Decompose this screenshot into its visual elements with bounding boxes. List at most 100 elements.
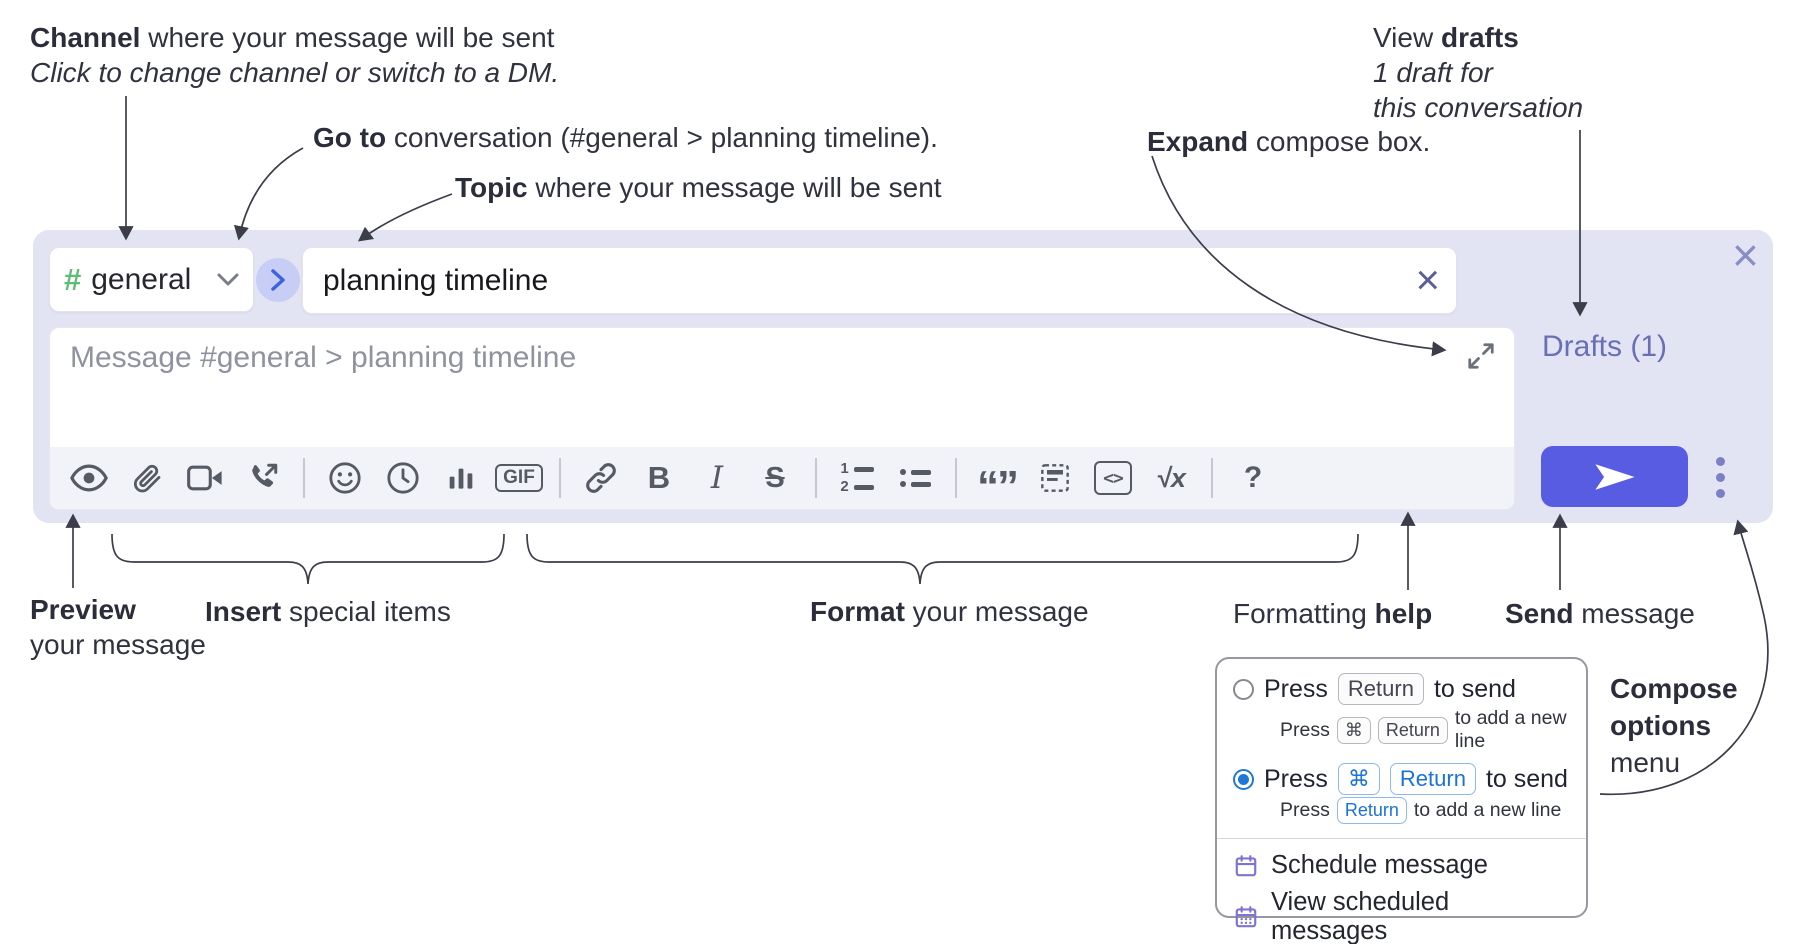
annotation-drafts-sub2: this conversation	[1373, 92, 1584, 123]
bulleted-list-icon[interactable]	[888, 454, 942, 502]
italic-icon[interactable]: I	[710, 460, 724, 496]
preview-icon[interactable]	[62, 454, 116, 502]
compose-toolbar: GIF B I S 1 2 “”	[50, 447, 1514, 509]
expand-compose-icon[interactable]	[1466, 341, 1496, 376]
gif-icon[interactable]: GIF	[492, 454, 546, 502]
close-compose-icon[interactable]: ×	[1732, 229, 1759, 281]
popup-divider	[1217, 838, 1586, 839]
option-enter-to-send[interactable]: Press Return to send	[1217, 669, 1586, 707]
annotation-channel-rest: where your message will be sent	[140, 22, 555, 53]
cmd-key: ⌘	[1336, 716, 1371, 744]
radio-unselected-icon[interactable]	[1233, 678, 1254, 700]
annotation-formatting-help: Formatting help	[1233, 596, 1432, 631]
numbered-list-icon[interactable]: 1 2	[830, 454, 884, 502]
option1-post: to send	[1433, 674, 1516, 703]
option2-pre: Press	[1264, 764, 1328, 793]
toolbar-divider	[815, 458, 817, 498]
send-icon	[1594, 463, 1635, 490]
send-button[interactable]	[1541, 446, 1688, 507]
go-to-conversation-button[interactable]	[256, 258, 300, 302]
annotation-topic-bold: Topic	[455, 172, 528, 203]
calendar-scheduled-icon	[1233, 904, 1259, 930]
option2-post: to send	[1485, 764, 1568, 793]
annotation-channel-sub: Click to change channel or switch to a D…	[30, 57, 560, 88]
annotation-expand-rest: compose box.	[1248, 126, 1431, 157]
gif-label: GIF	[495, 464, 543, 492]
quote-icon[interactable]: “”	[977, 462, 1019, 511]
return-key: Return	[1337, 673, 1424, 705]
strikethrough-icon[interactable]: S	[765, 461, 785, 494]
menu-item-view-scheduled[interactable]: View scheduled messages	[1217, 884, 1586, 944]
annotation-drafts-bold: drafts	[1440, 22, 1519, 53]
voice-call-icon[interactable]	[236, 454, 290, 502]
message-placeholder: Message #general > planning timeline	[70, 341, 577, 374]
annotation-insert-rest: special items	[281, 596, 451, 627]
annotation-compose-options-l1: Compose	[1610, 673, 1738, 704]
annotation-preview-rest: your message	[30, 629, 206, 660]
compose-options-menu-icon[interactable]	[1716, 457, 1725, 498]
option1-pre: Press	[1264, 674, 1328, 703]
annotation-format-bold: Format	[810, 596, 905, 627]
clear-topic-icon[interactable]: ×	[1415, 256, 1440, 303]
message-area[interactable]: Message #general > planning timeline	[49, 327, 1515, 510]
math-icon[interactable]: √x	[1156, 462, 1186, 493]
annotation-preview-bold: Preview	[30, 594, 136, 625]
toolbar-divider	[303, 458, 305, 498]
poll-icon[interactable]	[434, 454, 488, 502]
menu-item-schedule-message[interactable]: Schedule message	[1217, 847, 1586, 884]
annotation-compose-options-l2: options	[1610, 710, 1712, 741]
annotation-insert-bold: Insert	[205, 596, 282, 627]
annotation-drafts-pre: View	[1373, 22, 1441, 53]
link-icon[interactable]	[574, 454, 628, 502]
annotation-topic: Topic where your message will be sent	[455, 170, 942, 205]
channel-hash-icon: #	[64, 261, 82, 297]
chevron-down-icon	[217, 273, 239, 286]
annotation-drafts-sub1: 1 draft for	[1373, 57, 1493, 88]
annotation-preview: Preview your message	[30, 592, 206, 662]
spoiler-icon[interactable]	[1028, 454, 1082, 502]
code-label: <>	[1094, 461, 1132, 495]
annotation-help-pre: Formatting	[1233, 598, 1375, 629]
annotation-goto-rest: conversation (#general > planning timeli…	[386, 122, 938, 153]
annotation-insert: Insert special items	[205, 594, 451, 629]
video-call-icon[interactable]	[178, 454, 232, 502]
emoji-icon[interactable]	[318, 454, 372, 502]
return-key: Return	[1377, 716, 1448, 744]
annotation-compose-options-l3: menu	[1610, 747, 1681, 778]
num2-label: 2	[840, 478, 849, 495]
annotation-expand: Expand compose box.	[1147, 124, 1430, 159]
drafts-link[interactable]: Drafts (1)	[1542, 330, 1668, 363]
attach-file-icon[interactable]	[120, 454, 174, 502]
annotation-help-bold: help	[1374, 598, 1433, 629]
bold-icon[interactable]: B	[647, 460, 671, 495]
annotation-format-rest: your message	[904, 596, 1089, 627]
toolbar-divider	[955, 458, 957, 498]
menu-item-label: View scheduled messages	[1271, 888, 1450, 944]
radio-selected-icon[interactable]	[1233, 768, 1254, 790]
calendar-icon	[1233, 853, 1259, 879]
topic-input[interactable]	[303, 248, 1456, 313]
code-icon[interactable]: <>	[1086, 454, 1140, 502]
annotation-send-rest: message	[1573, 598, 1695, 629]
option-enter-to-send-sub: Press ⌘ Return to add a new line	[1217, 707, 1586, 759]
chevron-right-icon	[271, 269, 285, 291]
cmd-key: ⌘	[1337, 763, 1380, 795]
send-options-popup: Press Return to send Press ⌘ Return to a…	[1215, 657, 1588, 944]
option-cmd-enter-to-send-sub: Press Return to add a new line	[1217, 797, 1586, 830]
annotation-goto: Go to conversation (#general > planning …	[313, 120, 938, 155]
menu-item-label: Schedule message	[1271, 851, 1488, 879]
return-key: Return	[1389, 763, 1476, 795]
annotation-topic-rest: where your message will be sent	[527, 172, 942, 203]
message-formatting-help-icon[interactable]: ?	[1243, 461, 1263, 494]
annotation-format: Format your message	[810, 594, 1089, 629]
channel-name: general	[91, 262, 192, 296]
add-global-time-icon[interactable]	[376, 454, 430, 502]
annotation-expand-bold: Expand	[1147, 126, 1249, 157]
option1-sub-pre: Press	[1280, 718, 1330, 741]
option-cmd-enter-to-send[interactable]: Press ⌘ Return to send	[1217, 759, 1586, 797]
annotation-view-drafts: View drafts 1 draft for this conversatio…	[1373, 20, 1583, 125]
annotation-channel: Channel where your message will be sent …	[30, 20, 559, 90]
option2-sub-pre: Press	[1280, 799, 1330, 821]
channel-selector[interactable]: # general	[49, 247, 254, 312]
option2-sub-post: to add a new line	[1413, 799, 1562, 821]
